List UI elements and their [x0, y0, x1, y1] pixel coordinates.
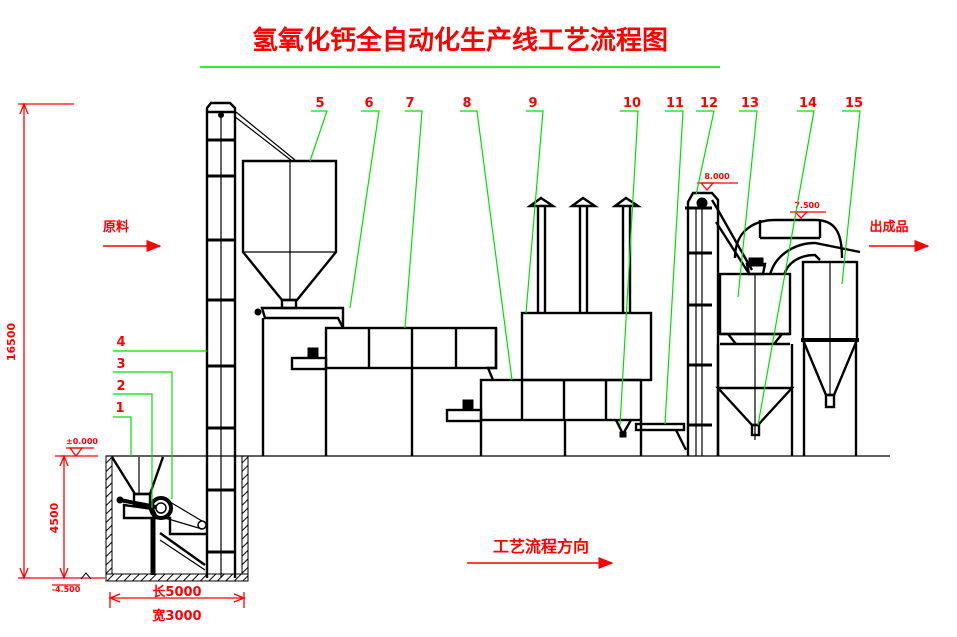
pit-bottom-level-label: -4.500: [52, 585, 81, 594]
screw-conveyor: [634, 422, 688, 451]
callout-3: 3: [116, 357, 125, 372]
pit-depth-dimension: 4500 ±0.000 -4.500: [48, 437, 98, 594]
callout-12: 12: [700, 96, 718, 111]
ground-level-label: ±0.000: [66, 437, 98, 446]
process-direction: 工艺流程方向: [467, 537, 614, 569]
bucket-elevator-secondary: [685, 191, 754, 456]
finished-product-label: 出成品: [869, 219, 908, 235]
exhaust-stack: [568, 196, 599, 313]
exhaust-stack: [526, 196, 557, 313]
pit-depth-label: 4500: [48, 502, 61, 533]
elevator-top-elevation-marker: 8.000: [697, 172, 738, 191]
pit-size-dimension: 长5000 宽3000: [108, 584, 246, 624]
callout-5: 5: [315, 96, 324, 111]
raw-material-silo: [241, 159, 338, 310]
bucket-elevator-main: [205, 101, 296, 578]
finished-product-output: 出成品: [869, 219, 930, 252]
callout-leaders: [113, 110, 861, 508]
diagram-title: 氢氧化钙全自动化生产线工艺流程图: [252, 25, 668, 56]
raw-material-input: 原料: [103, 219, 162, 252]
callout-numbers: 1 2 3 4 5 6 7 8 9 10 11 12 13 14 15: [115, 96, 863, 416]
cyclone-collector: [801, 260, 859, 456]
height-dimension: 16500: [5, 102, 105, 580]
callout-2: 2: [116, 379, 125, 394]
pit-length-label: 长5000: [152, 584, 201, 600]
digester-stage-1: [290, 326, 498, 456]
callout-7: 7: [405, 96, 414, 111]
discharge-valve: [614, 419, 633, 438]
total-height-label: 16500: [5, 323, 18, 362]
raw-material-label: 原料: [103, 219, 129, 235]
callout-8: 8: [462, 96, 471, 111]
callout-6: 6: [364, 96, 373, 111]
pit-width-label: 宽3000: [151, 608, 201, 624]
digester-stage-2: [445, 378, 643, 456]
screw-feeder: [254, 306, 345, 456]
jaw-crusher: [149, 496, 207, 575]
duct-top-level-label: 7.500: [794, 201, 820, 210]
air-duct: [733, 218, 861, 276]
callout-15: 15: [845, 96, 863, 111]
elevator-top-level-label: 8.000: [704, 172, 730, 181]
callout-10: 10: [623, 96, 641, 111]
callout-4: 4: [116, 335, 125, 350]
callout-1: 1: [115, 401, 124, 416]
callout-14: 14: [799, 96, 817, 111]
callout-13: 13: [741, 96, 759, 111]
exhaust-stack: [611, 196, 642, 313]
classifier-separator: [715, 257, 795, 456]
process-direction-label: 工艺流程方向: [493, 537, 589, 556]
callout-9: 9: [528, 96, 537, 111]
callout-11: 11: [666, 96, 684, 111]
